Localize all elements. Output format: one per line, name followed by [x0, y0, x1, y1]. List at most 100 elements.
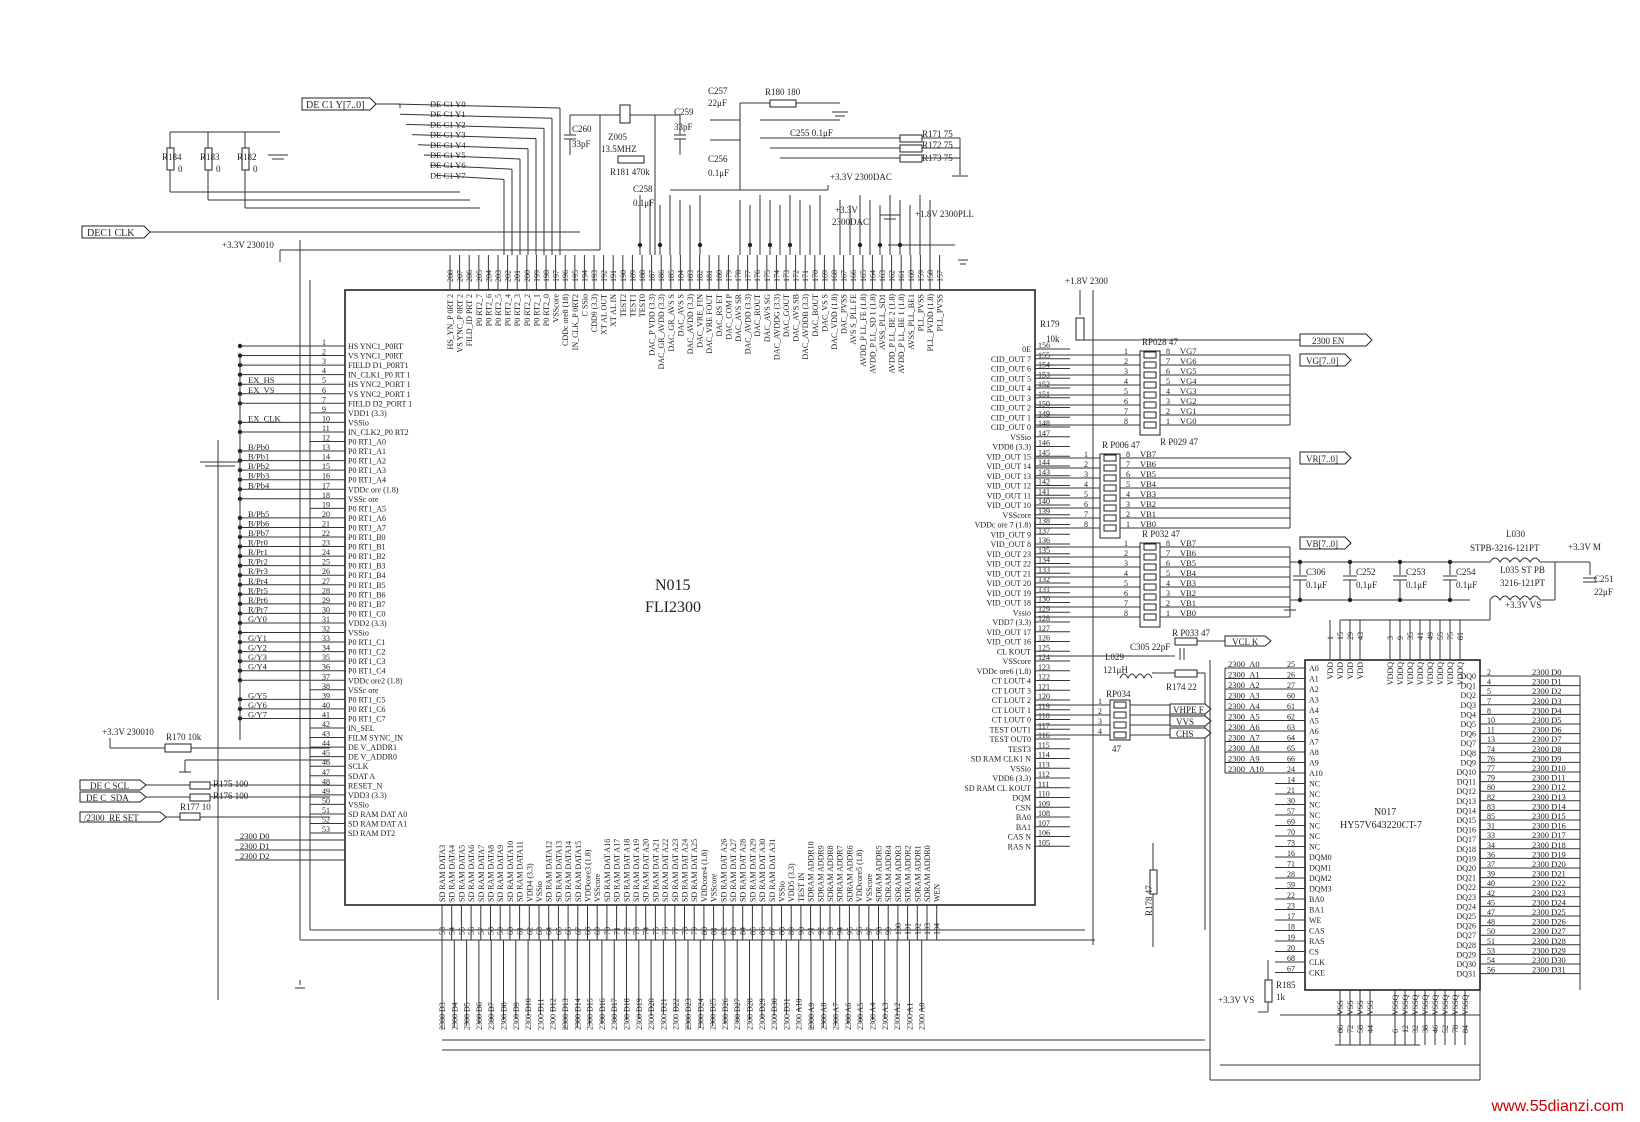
port-vhpe[interactable] — [1169, 703, 1212, 715]
pin-number: 33 — [1487, 831, 1495, 840]
pin-label: DAC_AVDD (3.3) — [744, 294, 753, 355]
port-reset[interactable] — [79, 811, 167, 823]
resistor-element — [1143, 401, 1157, 409]
signal-label: G/Y7 — [248, 709, 267, 719]
pin-number: 171 — [801, 270, 810, 282]
port-vvs-label: VVS — [1176, 717, 1194, 727]
pin-label: CT LOUT 2 — [992, 696, 1031, 705]
r180-label: R180 180 — [765, 87, 801, 97]
pin-number: 3 — [1124, 559, 1128, 568]
pin-number: 4 — [1126, 490, 1130, 499]
pin-label: DQ5 — [1460, 720, 1476, 729]
sdram-net-label: 2300 D0 — [240, 831, 270, 841]
pin-label: SD RAM DAT A31 — [768, 839, 777, 902]
bus-line-label: DE C1 Y3 — [430, 130, 466, 140]
net-label: VB7 — [1180, 538, 1196, 548]
clock-port: DEC1 CLK +3.3V 230010 — [81, 225, 600, 262]
port-dec1-clk[interactable] — [81, 225, 151, 239]
pin-number: 103 — [923, 923, 932, 935]
pin-number: 144 — [1038, 458, 1050, 467]
resistor-pack-ref-2: R P029 47 — [1160, 437, 1199, 447]
resistor-element — [1143, 593, 1157, 601]
junction-dot — [657, 242, 663, 248]
r172-label: R172 75 — [922, 140, 953, 150]
pin-number: 13 — [1487, 735, 1495, 744]
port-vvs[interactable] — [1169, 715, 1212, 727]
pin-number: 130 — [1038, 595, 1050, 604]
r175-label: R175 100 — [213, 779, 249, 789]
pin-number: 3 — [1124, 367, 1128, 376]
pin-label: DQ9 — [1460, 758, 1476, 767]
bottom-net-label: 2300 A3 — [881, 1003, 890, 1030]
pin-label: SD RAM CLK1 N — [971, 755, 1031, 764]
address-net-label: 2300_A5 — [1228, 712, 1260, 722]
pin-label: VSS — [1336, 1000, 1345, 1015]
pin-label: P0 RT2_4 — [504, 294, 513, 326]
pin-number: 73 — [1287, 839, 1295, 848]
pin-label: SD RAM DATA3 — [438, 845, 447, 902]
cap-label: C253 — [1406, 567, 1426, 577]
signal-label: EX_CLK — [248, 413, 281, 423]
pin-label: VS YNC2_PORT 1 — [348, 390, 411, 399]
resistor-element — [1143, 371, 1157, 379]
sdram-power-filter: L030 STPB-3216-121PT +3.3V M L035 ST PB … — [1284, 529, 1614, 621]
pin-label: DQ4 — [1460, 710, 1476, 719]
pin-label: VSScore — [552, 294, 561, 323]
dq-net-label: 2300 D25 — [1532, 907, 1566, 917]
pin-label: CAS N — [1008, 833, 1032, 842]
port-vb-bus[interactable] — [1299, 536, 1352, 550]
pin-number: 32 — [322, 625, 330, 634]
pin-number: 148 — [1038, 419, 1050, 428]
pin-number: 119 — [1038, 702, 1050, 711]
pin-number: 14 — [322, 453, 330, 462]
pin-number: 24 — [1287, 765, 1295, 774]
l029-value: 121μH — [1103, 665, 1128, 675]
port-vr-bus[interactable] — [1299, 451, 1352, 465]
pin-label: P0 RT1_B5 — [348, 581, 386, 590]
pin-number: 15 — [322, 462, 330, 471]
pin-label: DAC_VDD (1.8) — [830, 294, 839, 350]
port-2300-en[interactable] — [1299, 333, 1373, 347]
pin-number: 70 — [603, 927, 612, 935]
port-chs[interactable] — [1169, 727, 1212, 739]
pin-label: VID_OUT 16 — [986, 638, 1031, 647]
c260-value: 33pF — [572, 139, 591, 149]
resistor-element — [1103, 504, 1117, 512]
port-dec-sda[interactable] — [79, 791, 147, 803]
pin-number: 114 — [1038, 751, 1050, 760]
pin-number: 22 — [1287, 891, 1295, 900]
pin-number: 83 — [1487, 802, 1495, 811]
pin-label: BA0 — [1016, 813, 1031, 822]
pin-label: P0 RT1_B4 — [348, 571, 386, 580]
pin-number: 35 — [322, 653, 330, 662]
pin-label: PLL_PVDD (1.8) — [926, 294, 935, 352]
pin-number: 38 — [1421, 1025, 1430, 1033]
pin-number: 98 — [875, 927, 884, 935]
pin-label: IN_SEL — [348, 724, 375, 733]
port-dec1-y-bus[interactable] — [301, 97, 377, 111]
pin-number: 42 — [322, 720, 330, 729]
port-vg-bus[interactable] — [1299, 353, 1352, 367]
dq-net-label: 2300 D17 — [1532, 830, 1566, 840]
junction-dot — [1447, 559, 1453, 565]
pin-number: 8 — [1084, 520, 1088, 529]
pin-number: 84 — [1461, 1025, 1470, 1033]
pin-number: 125 — [1038, 643, 1050, 652]
signal-label: EX_VS — [248, 385, 275, 395]
pin-number: 79 — [690, 927, 699, 935]
resistor-r172 — [899, 144, 923, 153]
c251-label: C251 — [1594, 574, 1614, 584]
pin-number: 96 — [855, 927, 864, 935]
dq-net-label: 2300 D6 — [1532, 725, 1562, 735]
pin-label: A0 — [1309, 664, 1319, 673]
pin-label: A5 — [1309, 717, 1319, 726]
pin-number: 83 — [729, 927, 738, 935]
pin-number: 107 — [1038, 819, 1050, 828]
dq-net-label: 2300 D10 — [1532, 763, 1566, 773]
pin-number: 128 — [1038, 614, 1050, 623]
pin-label: VSSQ — [1451, 994, 1460, 1015]
port-vclk[interactable] — [1224, 635, 1272, 647]
port-dec-scl[interactable] — [79, 779, 147, 791]
pin-label: DAC_BOUT — [811, 294, 820, 337]
